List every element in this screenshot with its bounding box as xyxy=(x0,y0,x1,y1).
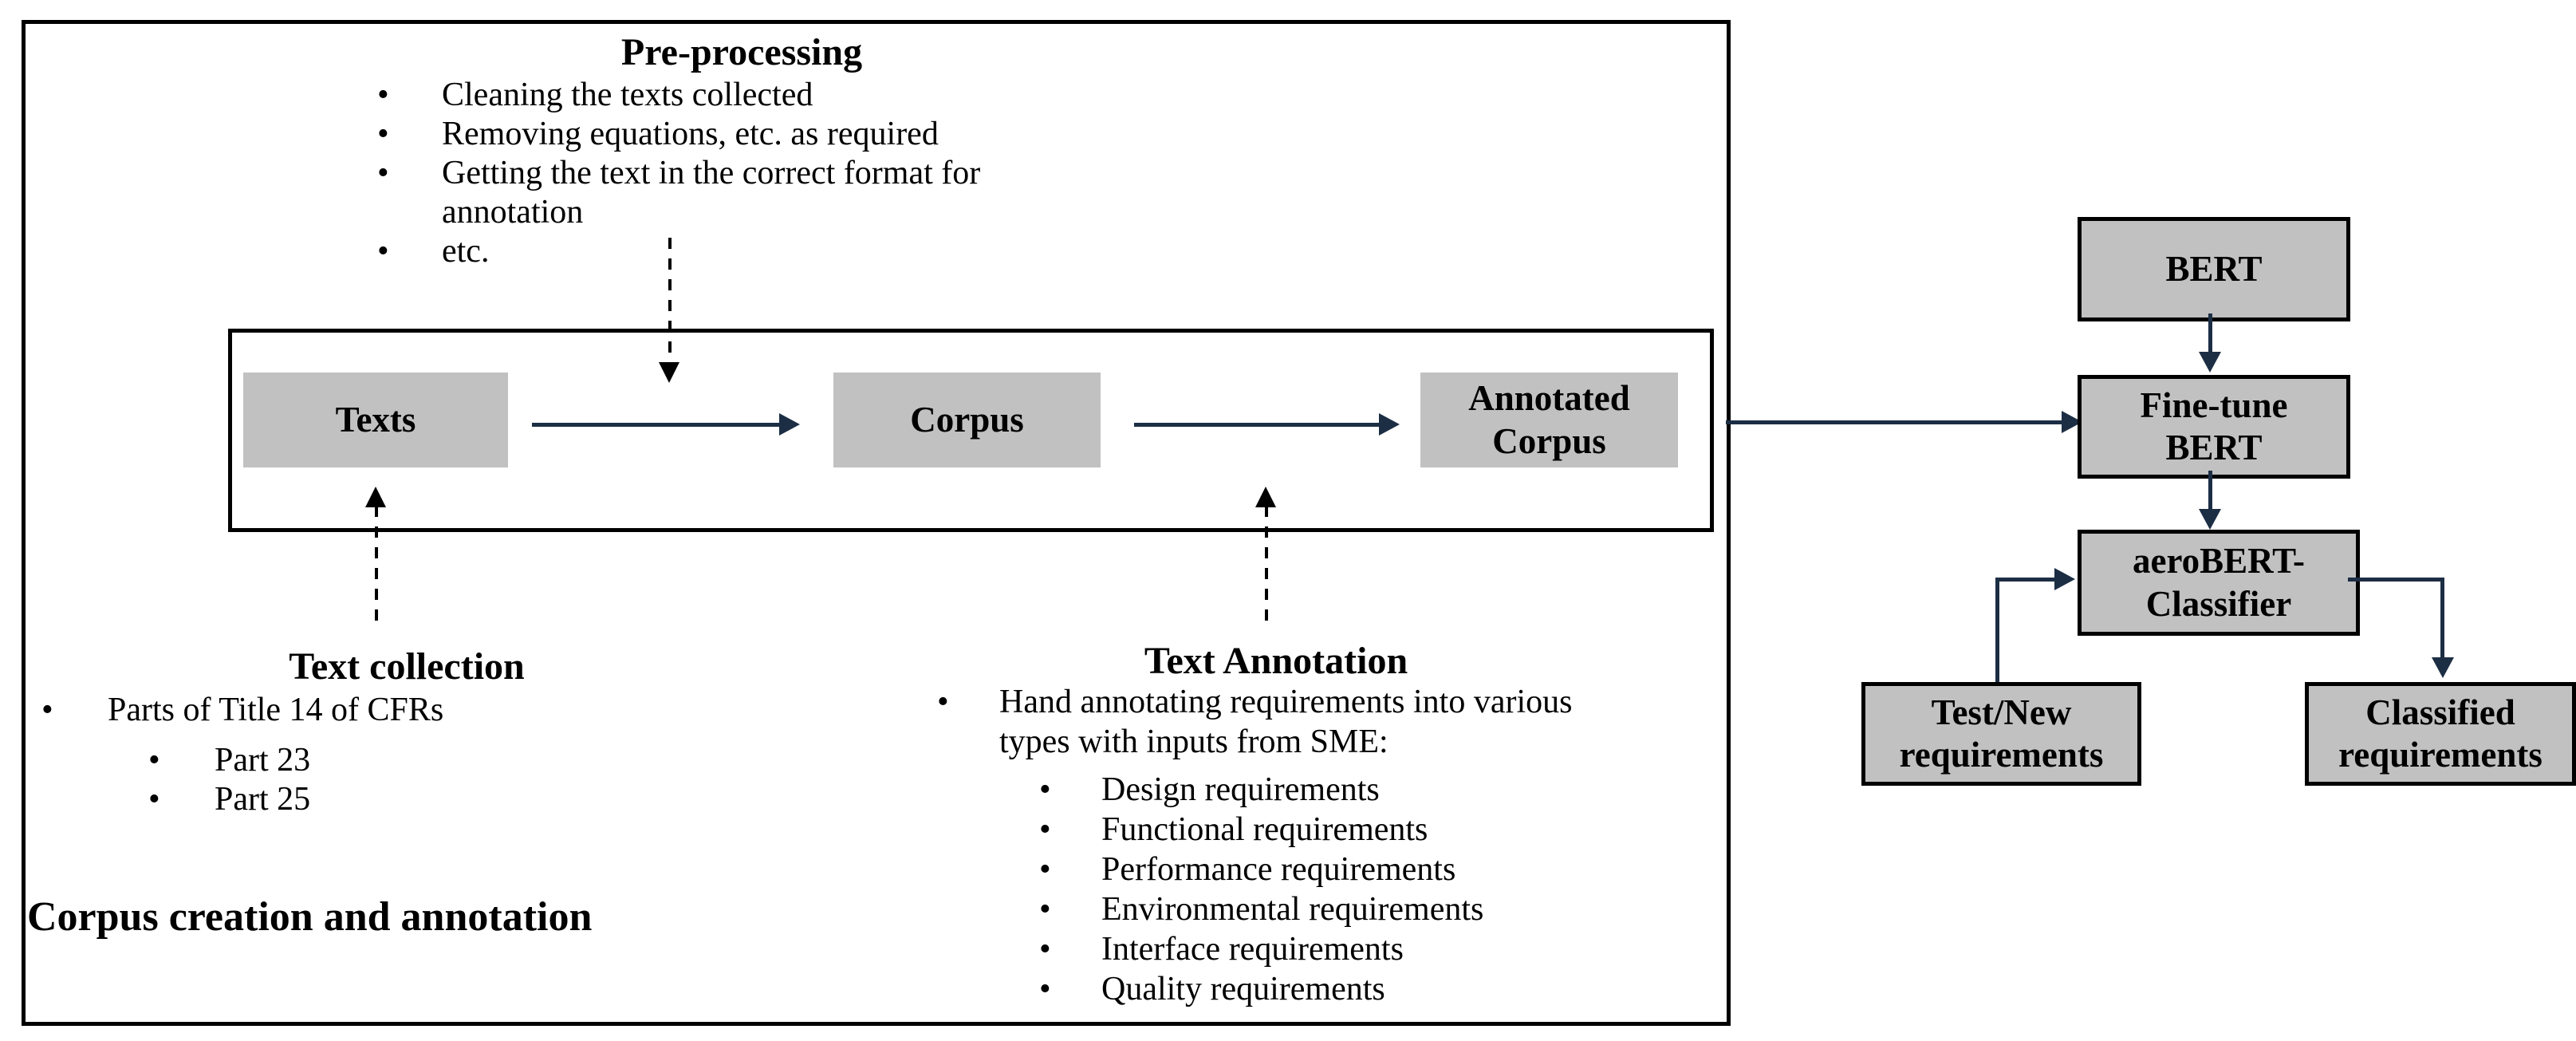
list-item: • Cleaning the texts collected xyxy=(377,77,813,113)
bullet-icon: • xyxy=(1039,891,1051,928)
diagram-caption: Corpus creation and annotation xyxy=(27,894,593,940)
arrowhead-down-icon xyxy=(2199,509,2221,530)
list-item: • Quality requirements xyxy=(1039,971,1385,1007)
bullet-icon: • xyxy=(1039,851,1051,888)
list-item: • Hand annotating requirements into vari… xyxy=(937,684,1573,760)
list-item: • Removing equations, etc. as required xyxy=(377,116,939,152)
list-item: • Interface requirements xyxy=(1039,931,1404,968)
arrowhead-up-icon xyxy=(1255,487,1276,507)
arrowhead-right-icon xyxy=(779,413,800,436)
bullet-icon: • xyxy=(41,692,53,728)
bullet-icon: • xyxy=(1039,771,1051,808)
test-new-requirements-box: Test/New requirements xyxy=(1861,682,2141,786)
bullet-icon: • xyxy=(1039,811,1051,848)
bullet-icon: • xyxy=(377,116,389,152)
text-annotation-title: Text Annotation xyxy=(1144,640,1408,682)
text-collection-title: Text collection xyxy=(289,645,525,688)
dashed-arrow-preprocessing xyxy=(668,238,672,364)
bullet-icon: • xyxy=(937,684,949,720)
list-item: • Part 23 xyxy=(148,742,311,779)
arrow-annotated-to-finetune xyxy=(1726,420,2063,424)
bullet-icon: • xyxy=(377,77,389,113)
list-item: • Parts of Title 14 of CFRs xyxy=(41,692,444,728)
bullet-icon: • xyxy=(1039,971,1051,1007)
text-annotation-sublist: • Design requirements • Functional requi… xyxy=(937,770,1629,1009)
arrow-testnew-elbow-horizontal xyxy=(1995,578,2056,582)
arrowhead-right-icon xyxy=(2054,568,2075,590)
list-item: • Performance requirements xyxy=(1039,851,1456,888)
preprocessing-list: • Cleaning the texts collected • Removin… xyxy=(377,76,1048,271)
bullet-icon: • xyxy=(148,742,160,779)
list-item: • Environmental requirements xyxy=(1039,891,1484,928)
bullet-icon: • xyxy=(148,781,160,818)
arrow-classifier-elbow-vertical xyxy=(2440,578,2444,659)
arrow-classifier-elbow-horizontal xyxy=(2348,578,2444,582)
corpus-box: Corpus xyxy=(833,373,1101,467)
aerobert-classifier-box: aeroBERT- Classifier xyxy=(2078,530,2360,636)
arrowhead-right-icon xyxy=(1379,413,1400,436)
list-item: • etc. xyxy=(377,233,490,270)
list-item: • Design requirements xyxy=(1039,771,1380,808)
arrow-corpus-to-annotated xyxy=(1134,423,1381,427)
arrow-texts-to-corpus xyxy=(532,423,781,427)
bullet-icon: • xyxy=(377,233,389,270)
list-item: • Getting the text in the correct format… xyxy=(377,155,981,231)
bert-box: BERT xyxy=(2078,217,2350,321)
dashed-arrow-text-annotation xyxy=(1265,506,1268,624)
dashed-arrow-text-collection xyxy=(375,506,378,626)
finetune-bert-box: Fine-tune BERT xyxy=(2078,375,2350,479)
texts-box: Texts xyxy=(243,373,508,467)
annotated-corpus-box: Annotated Corpus xyxy=(1420,373,1678,467)
arrowhead-down-icon xyxy=(2432,657,2454,678)
arrow-finetune-to-classifier xyxy=(2208,471,2212,511)
arrow-testnew-elbow-vertical xyxy=(1995,579,1999,682)
arrowhead-up-icon xyxy=(365,487,386,507)
arrow-bert-to-finetune xyxy=(2208,313,2212,353)
corpus-creation-outer-box xyxy=(22,20,1731,1026)
text-annotation-list: • Hand annotating requirements into vari… xyxy=(937,682,1629,1009)
arrowhead-down-icon xyxy=(2199,352,2221,373)
classified-requirements-box: Classified requirements xyxy=(2305,682,2576,786)
bullet-icon: • xyxy=(377,155,389,191)
bullet-icon: • xyxy=(1039,931,1051,968)
preprocessing-title: Pre-processing xyxy=(620,31,863,73)
list-item: • Part 25 xyxy=(148,781,311,818)
arrowhead-down-icon xyxy=(659,362,679,383)
text-collection-list: • Parts of Title 14 of CFRs • Part 23 • … xyxy=(41,691,600,819)
list-item: • Functional requirements xyxy=(1039,811,1428,848)
